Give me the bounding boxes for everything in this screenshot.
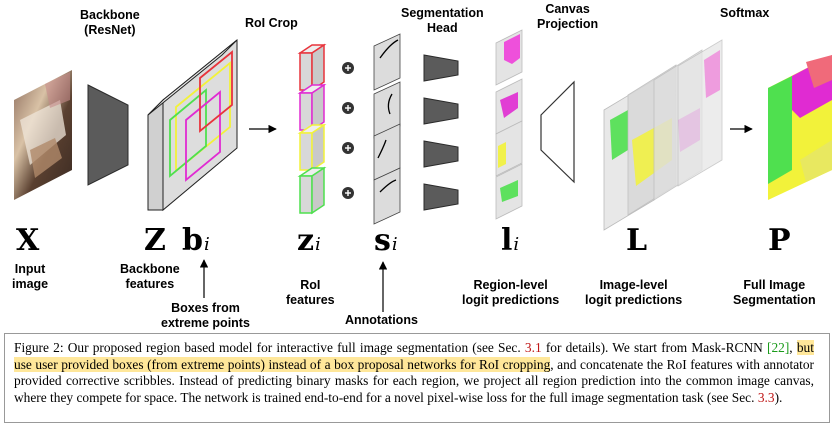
image-logit-stack [603,39,723,231]
caption-frame [4,333,830,423]
symbol-s-i: si [374,223,398,258]
symbol-b-i: bi [182,223,210,258]
symbol-L: L [626,223,648,258]
title-backbone: Backbone(ResNet) [80,8,140,37]
citation-link[interactable]: [22] [766,340,790,355]
full-segmentation-map [768,55,832,200]
title-roi-crop: RoI Crop [245,16,298,30]
symbol-z: Z [144,223,166,258]
section-link-2[interactable]: 3.3 [757,389,775,405]
input-image-thumbnail [14,70,72,200]
symbol-P: P [768,223,791,258]
symbol-l-i: li [501,223,520,258]
symbol-x: X [16,223,40,258]
backbone-network-shape [87,84,129,186]
segmentation-heads [423,54,459,211]
canvas-projection-shape [540,80,575,184]
figure-caption: Figure 2: Our proposed region based mode… [14,340,815,405]
roi-features [297,43,327,215]
backbone-feature-volume [147,38,238,212]
annotation-scribbles [373,33,401,225]
architecture-diagram [14,29,832,312]
label-annotations: Annotations [345,313,418,327]
symbol-z-i: zi [297,223,321,258]
title-softmax: Softmax [720,6,770,20]
region-logit-maps [495,29,523,220]
concat-symbols [342,62,354,199]
section-link-1[interactable]: 3.1 [524,340,542,355]
